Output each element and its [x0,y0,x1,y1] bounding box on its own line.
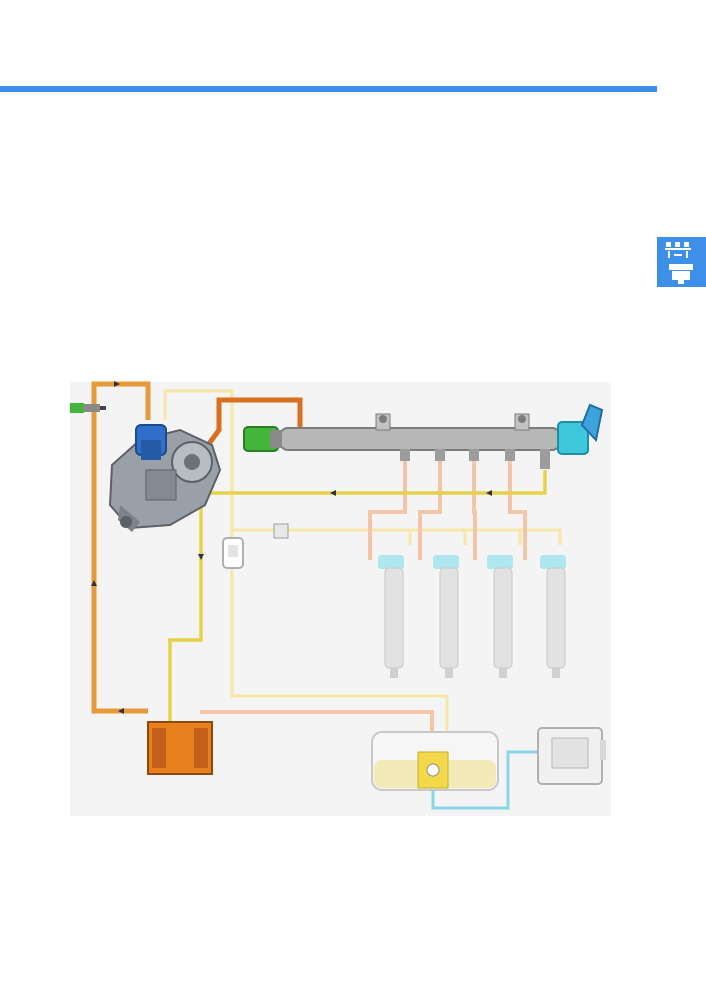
header-rule [0,86,657,92]
injector-2 [433,555,459,678]
flow-arrows [91,381,492,714]
fuel-temperature-sensor [70,403,106,413]
high-pressure-line [205,397,303,447]
electrical-wiring [431,750,540,810]
section-tab[interactable] [657,237,706,287]
rail-pressure-sensor [243,426,282,452]
injectors [378,555,566,678]
injector-4 [540,555,566,678]
fuel-tank [371,731,499,791]
high-pressure-pump [108,428,222,532]
high-pressure-rail [279,413,561,469]
return-line [168,470,547,722]
fuel-system-engine-icon [665,242,693,284]
fuel-cooler [273,523,289,539]
pressure-control-valve [557,403,604,455]
injector-3 [487,555,513,678]
fuel-pump-control-unit [537,727,606,785]
supply-line [91,381,151,714]
fuel-filter [147,721,213,775]
fuel-metering-valve [135,424,167,460]
injector-1 [378,555,404,678]
diagnostic-sensor-box [222,537,244,569]
injector-feed-lines [200,455,527,760]
